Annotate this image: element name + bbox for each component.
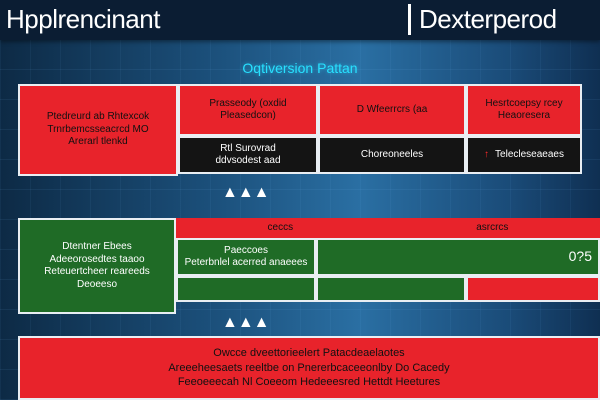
top-black-box-3: ↑ Telecleseaeaes xyxy=(466,136,582,174)
top-black-box-2: Choreoneeles xyxy=(318,136,466,174)
middle-green-cell-2 xyxy=(316,276,466,302)
middle-green-right: 0?5 xyxy=(316,238,600,276)
bottom-connector-arrows-glyphs: ▲▲▲ xyxy=(222,314,270,331)
top-black-box-1: Rtl Surovrad ddvsodest aad xyxy=(178,136,318,174)
bottom-banner: Owcce dveettorieelert Patacdeaelaotes Ar… xyxy=(18,336,600,400)
middle-left-text: Dtentner Ebees Adeeorosedtes taaoo Reteu… xyxy=(44,241,150,290)
top-red-box-2-text: D Wfeerrcrs (aa xyxy=(356,103,428,115)
middle-red-strip-label-right: asrcrcs xyxy=(476,221,509,233)
top-red-box-1-text: Prasseody (oxdid Pleasedcon) xyxy=(209,97,287,122)
right-title: Dexterperod xyxy=(408,4,557,35)
red-up-arrow-icon: ↑ xyxy=(484,148,490,160)
middle-red-strip: ceccs asrcrcs xyxy=(176,218,600,238)
top-red-box-2: D Wfeerrcrs (aa xyxy=(318,84,466,136)
middle-green-label: Paeccoes Peterbnlel acerred anaeees xyxy=(176,238,316,276)
middle-red-cell xyxy=(466,276,600,302)
top-left-text: Ptedreurd ab Rhtexcok Trnrbemcsseacrcd M… xyxy=(46,111,150,148)
bottom-line-3: Feeoeeecah Nl Coeeom Hedeeesred Hettdt H… xyxy=(177,376,441,389)
middle-left-box: Dtentner Ebees Adeeorosedtes taaoo Reteu… xyxy=(18,218,176,314)
connector-arrows-icon: ▲▲▲ xyxy=(222,184,270,202)
middle-red-strip-label: ceccs xyxy=(267,221,294,233)
bottom-connector-arrows-icon: ▲▲▲ xyxy=(222,314,270,332)
middle-green-label-top: Paeccoes xyxy=(224,244,268,256)
top-red-box-3: Hesrtcoepsy rcey Heaoresera xyxy=(466,84,582,136)
diagram-subtitle: Oqtiversion Pattan xyxy=(242,60,358,76)
top-black-box-1-text: Rtl Surovrad ddvsodest aad xyxy=(215,142,281,167)
top-red-box-3-text: Hesrtcoepsy rcey Heaoresera xyxy=(485,97,563,122)
title-bar: Hpplrencinant Dexterperod xyxy=(0,0,600,40)
bottom-line-2: Areeeheesaets reeltbe on Pnererbcaceeonl… xyxy=(168,361,450,374)
bottom-line-1: Owcce dveettorieelert Patacdeaelaotes xyxy=(213,346,405,359)
top-left-box: Ptedreurd ab Rhtexcok Trnrbemcsseacrcd M… xyxy=(18,84,178,176)
top-red-box-1: Prasseody (oxdid Pleasedcon) xyxy=(178,84,318,136)
middle-value: 0?5 xyxy=(568,248,592,265)
middle-green-label-bottom: Peterbnlel acerred anaeees xyxy=(184,257,308,268)
left-title: Hpplrencinant xyxy=(6,4,160,34)
top-black-box-3-text: Telecleseaeaes xyxy=(495,148,564,160)
top-black-box-2-text: Choreoneeles xyxy=(360,148,424,160)
connector-arrows-glyphs: ▲▲▲ xyxy=(222,184,270,201)
middle-green-cell-1 xyxy=(176,276,316,302)
